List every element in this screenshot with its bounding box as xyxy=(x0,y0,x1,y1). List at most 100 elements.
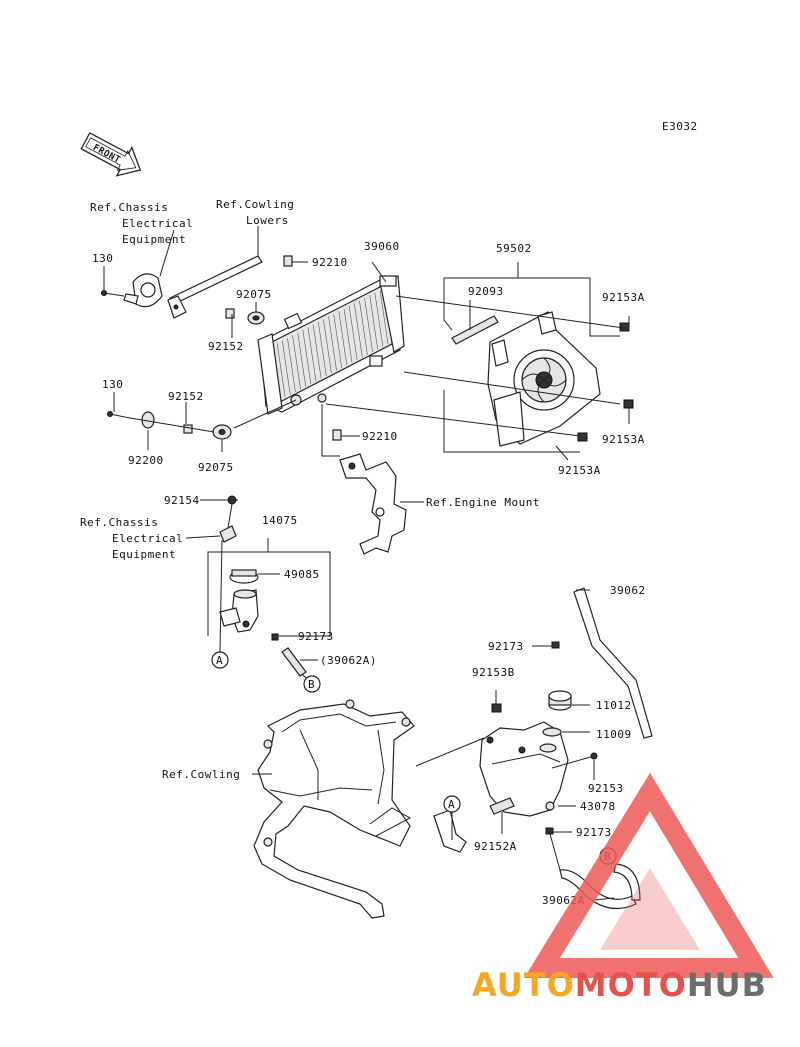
clamp-92173-low xyxy=(545,827,554,835)
reservoir-cap-11012 xyxy=(548,690,572,711)
watermark-moto: MOTO xyxy=(575,966,687,1004)
label-ref-chassis-top-3: Equipment xyxy=(122,233,186,246)
label-ref-chassis-top-2: Electrical xyxy=(122,217,193,230)
radiator-fin xyxy=(379,289,389,345)
radiator-fin xyxy=(312,324,322,379)
label-ref-chassis-mid-1: Ref.Chassis xyxy=(80,516,158,529)
label-130-lower: 130 xyxy=(102,378,123,391)
label-92210-bottom: 92210 xyxy=(362,430,398,443)
radiator-fin xyxy=(287,337,296,393)
leader-lines-mid xyxy=(185,499,331,681)
reservoir-tank xyxy=(479,721,569,817)
hose-39062A-mid xyxy=(281,647,307,677)
leader-lines-bottom xyxy=(252,589,615,901)
radiator-cap-49085 xyxy=(229,569,259,584)
label-39062: 39062 xyxy=(610,584,646,597)
grommet-92075-top xyxy=(247,311,265,325)
label-39062A-mid: (39062A) xyxy=(320,654,377,667)
radiator-fin xyxy=(328,316,337,371)
label-43078: 43078 xyxy=(580,800,616,813)
radiator-fin xyxy=(338,311,348,366)
label-ref-cowling-lowers-1: Ref.Cowling xyxy=(216,198,294,211)
label-92152A: 92152A xyxy=(474,840,517,853)
label-92075-top: 92075 xyxy=(236,288,272,301)
label-92154: 92154 xyxy=(164,494,200,507)
svg-text:B: B xyxy=(308,678,315,691)
radiator-fin xyxy=(333,313,343,369)
label-92153A-b: 92153A xyxy=(602,433,645,446)
radiator-fin xyxy=(307,327,317,382)
label-92153: 92153 xyxy=(588,782,624,795)
seal-strip-92093 xyxy=(451,315,499,345)
label-92152-top: 92152 xyxy=(208,340,244,353)
radiator-fin xyxy=(369,295,379,350)
callout-A-mid: A xyxy=(211,651,229,669)
radiator-fin xyxy=(343,308,353,363)
radiator xyxy=(257,275,405,415)
radiator-fin xyxy=(374,292,384,347)
bolt-92153A-c xyxy=(577,432,588,442)
radiator-fin xyxy=(359,300,368,355)
collar-92152-top xyxy=(225,308,235,319)
label-ref-chassis-mid-3: Equipment xyxy=(112,548,176,561)
radiator-fin xyxy=(281,340,291,395)
diagram-code: E3032 xyxy=(662,120,698,133)
clip-92210-bottom xyxy=(332,429,342,441)
label-59502: 59502 xyxy=(496,242,532,255)
radiator-fin xyxy=(292,335,301,390)
part-labels: 130 Ref.Chassis Electrical Equipment Ref… xyxy=(80,198,646,907)
horn-bracket xyxy=(123,273,163,308)
radiator-fin xyxy=(364,297,373,353)
label-ref-cowling: Ref.Cowling xyxy=(162,768,240,781)
bolt-92153A-a xyxy=(619,322,630,332)
label-92093: 92093 xyxy=(468,285,504,298)
bolt-130-top xyxy=(101,290,125,297)
clamp-92173-top xyxy=(551,641,560,649)
label-14075: 14075 xyxy=(262,514,298,527)
leader-lines-top xyxy=(129,226,630,503)
label-ref-cowling-lowers-2: Lowers xyxy=(246,214,289,227)
label-11012: 11012 xyxy=(596,699,632,712)
label-ref-chassis-mid-2: Electrical xyxy=(112,532,183,545)
label-92153A-a: 92153A xyxy=(602,291,645,304)
label-92075-lower: 92075 xyxy=(198,461,234,474)
bolt-130-lower xyxy=(107,411,131,419)
radiator-fin xyxy=(297,332,307,387)
label-92173-mid: 92173 xyxy=(298,630,334,643)
filler-neck xyxy=(219,589,259,633)
svg-text:A: A xyxy=(216,654,223,667)
hose-39062 xyxy=(573,587,653,739)
label-49085: 49085 xyxy=(284,568,320,581)
radiator-fin xyxy=(276,343,286,398)
label-ref-engine-mount: Ref.Engine Mount xyxy=(426,496,540,509)
svg-text:AUTOMOTOHUB: AUTOMOTOHUB xyxy=(472,966,767,1004)
callout-A-low: A xyxy=(443,795,461,813)
radiator-fin xyxy=(317,321,327,377)
radiator-fin xyxy=(323,319,332,374)
bolt-92153B xyxy=(491,703,502,713)
clip-92210-top xyxy=(283,255,293,267)
watermark-auto: AUTO xyxy=(472,966,575,1004)
collar-92152-lower xyxy=(183,424,193,434)
fan-assembly xyxy=(487,311,601,447)
label-92173-low: 92173 xyxy=(576,826,612,839)
label-92153B: 92153B xyxy=(472,666,515,679)
watermark-logo: AUTOMOTOHUB xyxy=(472,772,774,1004)
clamp-92173-mid xyxy=(271,633,279,641)
cowling-lowers-bar xyxy=(167,255,263,319)
svg-text:A: A xyxy=(448,798,455,811)
watermark-hub: HUB xyxy=(687,966,767,1004)
grommet-92075-lower xyxy=(212,424,232,440)
label-39060: 39060 xyxy=(364,240,400,253)
radiator-fin xyxy=(353,303,363,358)
bolt-92153 xyxy=(551,752,598,769)
hose-39062A-low xyxy=(559,863,641,910)
gasket-11009 xyxy=(542,727,562,737)
radiator-fin xyxy=(302,329,312,385)
filler-bracket xyxy=(219,503,237,543)
label-92153A-c: 92153A xyxy=(558,464,601,477)
label-ref-chassis-top-1: Ref.Chassis xyxy=(90,201,168,214)
cowling-frame xyxy=(253,699,467,919)
radiator-fin xyxy=(348,305,358,361)
